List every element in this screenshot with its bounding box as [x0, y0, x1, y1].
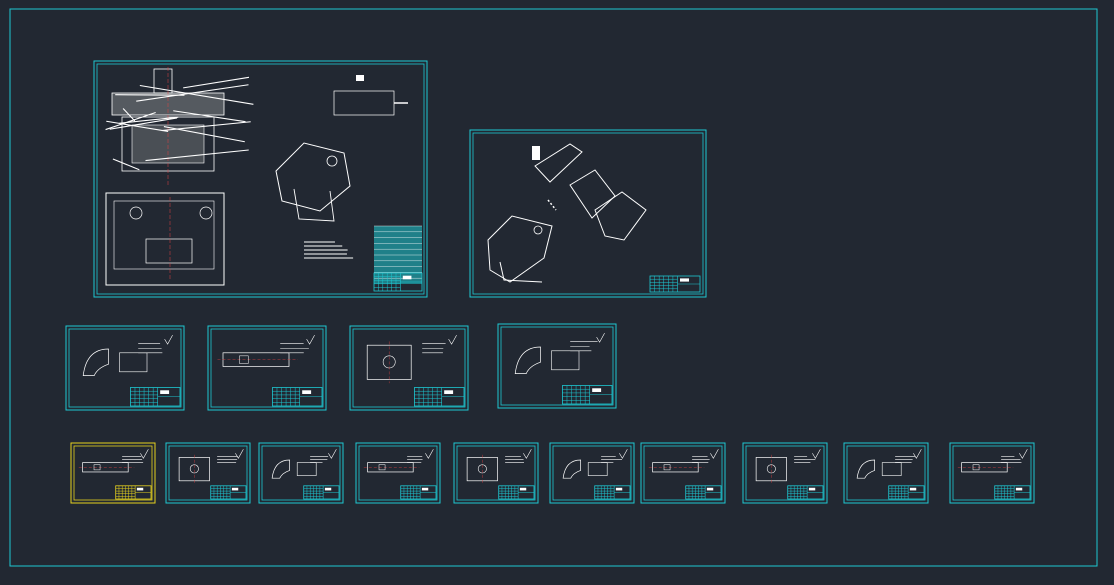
sheet-part-2-4[interactable]: [497, 323, 617, 409]
sheet-border: [549, 442, 635, 504]
sheet-part-3-8[interactable]: [742, 442, 828, 504]
sheet-border: [93, 60, 428, 298]
sheet-part-3-9[interactable]: [843, 442, 929, 504]
sheet-border: [355, 442, 441, 504]
sheet-border: [949, 442, 1035, 504]
sheet-inner-border: [456, 445, 536, 501]
sheet-inner-border: [745, 445, 825, 501]
sheet-border: [469, 129, 707, 298]
sheet-part-2-1[interactable]: [65, 325, 185, 411]
sheet-inner-border: [168, 445, 248, 501]
sheet-border: [258, 442, 344, 504]
sheet-inner-border: [358, 445, 438, 501]
sheet-inner-border: [500, 326, 614, 406]
sheet-border: [65, 325, 185, 411]
sheet-part-2-2[interactable]: [207, 325, 327, 411]
sheet-part-2-3[interactable]: [349, 325, 469, 411]
sheet-border: [207, 325, 327, 411]
sheet-inner-border: [472, 132, 704, 295]
sheet-inner-border: [68, 328, 182, 408]
sheet-inner-border: [261, 445, 341, 501]
sheet-part-3-7[interactable]: [640, 442, 726, 504]
sheet-part-3-5[interactable]: [453, 442, 539, 504]
sheet-part-3-2[interactable]: [165, 442, 251, 504]
sheet-border: [742, 442, 828, 504]
sheet-border: [349, 325, 469, 411]
sheet-border: [453, 442, 539, 504]
sheet-border: [165, 442, 251, 504]
sheet-border: [843, 442, 929, 504]
sheet-inner-border: [846, 445, 926, 501]
sheet-border: [497, 323, 617, 409]
drawing-limits-frame: [9, 8, 1098, 567]
sheet-part-3-3[interactable]: [258, 442, 344, 504]
sheet-inner-border: [96, 63, 425, 295]
sheet-exploded-view[interactable]: [469, 129, 707, 298]
sheet-assembly-drawing[interactable]: [93, 60, 428, 298]
sheet-inner-border: [552, 445, 632, 501]
sheet-inner-border: [73, 445, 153, 501]
sheet-part-3-10[interactable]: [949, 442, 1035, 504]
sheet-part-3-6[interactable]: [549, 442, 635, 504]
sheet-inner-border: [352, 328, 466, 408]
sheet-inner-border: [210, 328, 324, 408]
sheet-border: [640, 442, 726, 504]
sheet-part-3-4[interactable]: [355, 442, 441, 504]
sheet-border: [70, 442, 156, 504]
sheet-part-3-1[interactable]: [70, 442, 156, 504]
sheet-inner-border: [643, 445, 723, 501]
sheet-inner-border: [952, 445, 1032, 501]
